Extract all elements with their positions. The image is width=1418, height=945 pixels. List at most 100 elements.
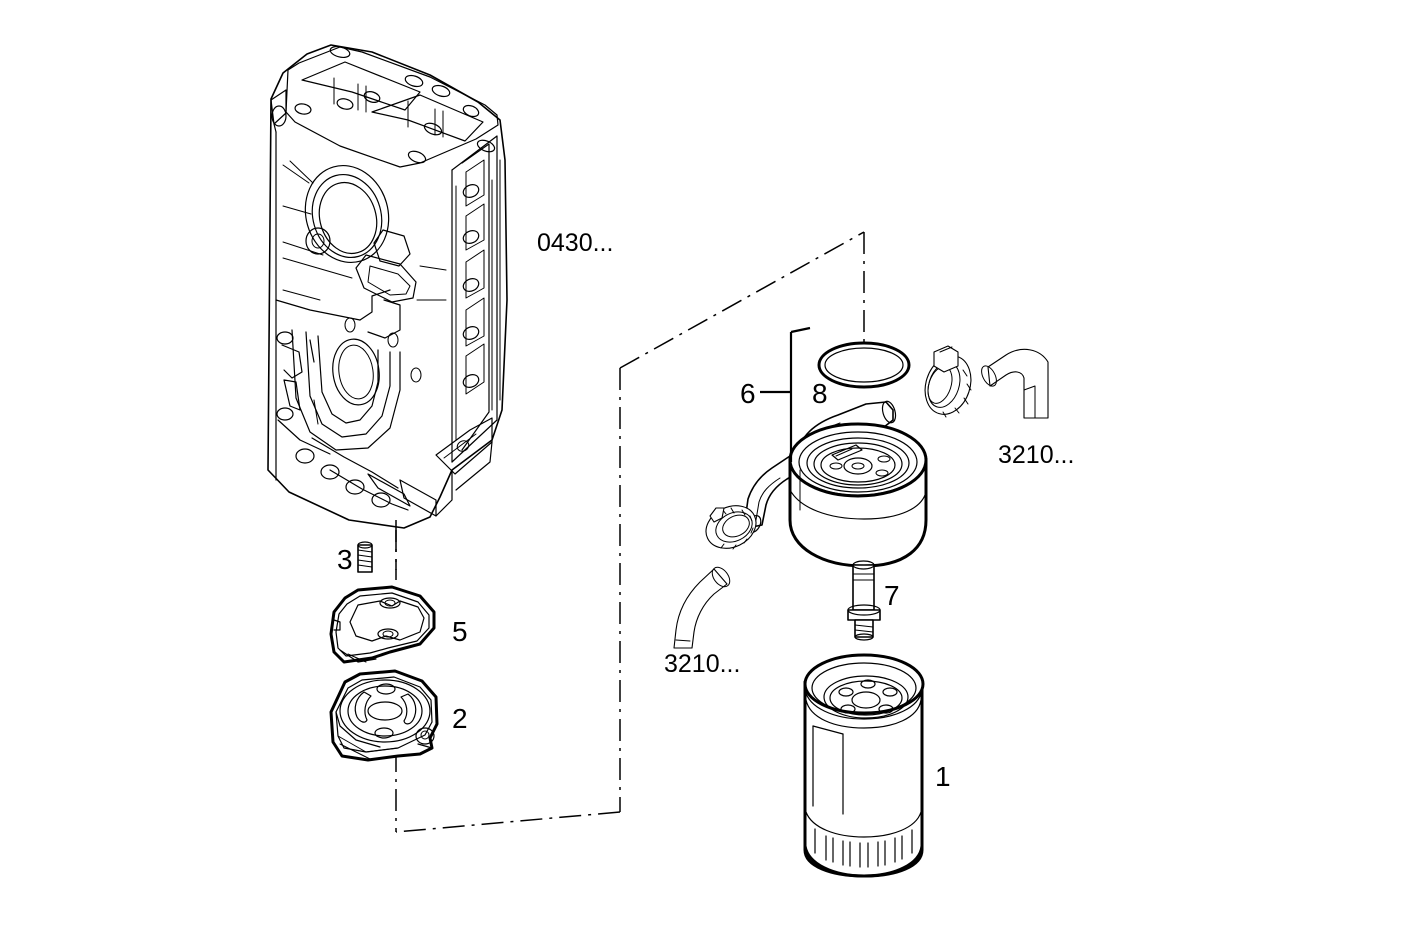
side-boss-1	[462, 184, 480, 198]
filter-mounting-stud-nipple	[847, 560, 881, 641]
gasket-hole-1-inner	[384, 599, 396, 607]
hook-3	[313, 399, 319, 425]
filter-center-thread	[851, 691, 881, 709]
plug-thread-3	[357, 559, 373, 563]
side-pocket-1	[465, 159, 485, 207]
clamp-rib-6	[954, 407, 960, 414]
cooler-ring-1	[798, 431, 918, 493]
cooler-port-1	[829, 462, 843, 470]
face-line-4	[282, 289, 321, 301]
block-left-shoulder-edge	[273, 123, 277, 133]
cooler-hub	[843, 457, 873, 475]
pump-cover-gasket-plate	[329, 585, 436, 664]
hook-1	[281, 344, 303, 379]
stud-bottom	[854, 633, 874, 641]
small-hole-2	[387, 332, 399, 348]
stud-thread-line-1	[854, 624, 874, 628]
hook-2	[309, 339, 315, 363]
seal-bore-tangent-1	[289, 160, 314, 184]
pump-hole-bottom	[374, 727, 394, 739]
block-outer-silhouette	[267, 44, 508, 529]
seal-bore-tangent-2	[282, 205, 312, 215]
stud-upper-shaft	[852, 564, 875, 611]
gasket-outline-inner	[335, 592, 430, 657]
filter-hole-4	[878, 704, 894, 714]
clamp-rib-5	[963, 397, 969, 405]
pump-body-line-1	[337, 735, 399, 753]
lower-boss-2	[276, 407, 294, 421]
hose-clamp-upper	[924, 345, 972, 418]
coolant-hose-right	[981, 348, 1049, 419]
filter-seam-2	[805, 699, 922, 729]
threaded-plug-dowel	[357, 541, 373, 573]
block-top-deck	[285, 46, 499, 168]
filter-hole-2	[860, 679, 876, 689]
block-right-face	[451, 135, 498, 463]
sump-groove-inner	[305, 331, 391, 438]
sump-bore	[332, 338, 380, 406]
cooler-body-waist	[789, 489, 927, 520]
web-triangle-1	[367, 473, 411, 507]
oil-pump-cover	[329, 669, 439, 762]
plug-thread-4	[357, 564, 373, 568]
hose-right-opening	[981, 365, 997, 387]
leader-6-tick	[790, 326, 811, 334]
gasket-outline	[329, 585, 436, 664]
boss-top-5	[363, 91, 381, 103]
o-ring-outer	[817, 341, 911, 389]
face-step-3	[367, 299, 401, 339]
filter-baseplate-outer	[823, 675, 909, 719]
cooler-port-2	[877, 455, 891, 463]
clamp2-rib-9	[720, 543, 725, 549]
cooler-ring-3	[813, 442, 903, 486]
clamp-rib-7	[942, 411, 947, 418]
pump-side-boss	[415, 727, 435, 745]
side-pocket-2	[465, 203, 485, 251]
side-boss-5	[462, 374, 480, 388]
plane-edge-top	[619, 231, 865, 369]
side-pocket-5	[465, 343, 485, 395]
gasket-hole-2-inner	[382, 630, 394, 638]
boss-top-8	[423, 122, 443, 136]
cooler-ring-4	[820, 447, 896, 483]
o-ring-inner	[824, 347, 904, 383]
gasket-hole-1	[379, 597, 401, 609]
face-line-3	[282, 257, 353, 279]
boss-top-9	[407, 150, 427, 164]
cooler-body-flange	[789, 458, 927, 496]
clamp-rib-3	[962, 369, 968, 377]
small-hole-3	[410, 367, 422, 383]
leader-lines	[760, 326, 811, 462]
boss-mid-1	[305, 227, 331, 255]
gasket-hole-2	[377, 628, 399, 640]
block-top-pocket-1	[301, 61, 421, 111]
filter-seam-3	[805, 811, 922, 838]
filter-hole-3	[882, 687, 898, 697]
cooler-inlet-hose-hl	[755, 477, 781, 521]
clamp2-rib-6	[750, 527, 754, 534]
side-boss-3	[462, 278, 480, 292]
clamp2-rib-5	[749, 515, 753, 522]
hose-left-fold	[675, 639, 691, 642]
cooler-port-3	[875, 469, 889, 477]
web-right-line-2	[455, 441, 493, 491]
filter-hole-1	[838, 687, 854, 697]
hose-left-body	[673, 568, 728, 649]
stud-top	[852, 560, 875, 570]
web-line-1	[277, 419, 331, 455]
pump-recess-2	[347, 685, 423, 737]
clamp2-rib-3	[730, 507, 735, 514]
coolant-hose-left	[673, 566, 731, 649]
pump-port-left	[354, 691, 372, 723]
pump-body-line-2	[339, 743, 371, 760]
web-line-2	[311, 437, 399, 489]
lower-boss-6	[371, 492, 391, 508]
oil-filter-cartridge	[803, 653, 925, 878]
sump-groove-inner2	[317, 335, 379, 424]
plug-body	[357, 544, 373, 573]
side-boss-2	[462, 230, 480, 244]
oil-cooler-o-ring-seal	[817, 341, 911, 389]
web-line-3	[329, 469, 409, 511]
clamp-rib-4	[966, 383, 972, 391]
